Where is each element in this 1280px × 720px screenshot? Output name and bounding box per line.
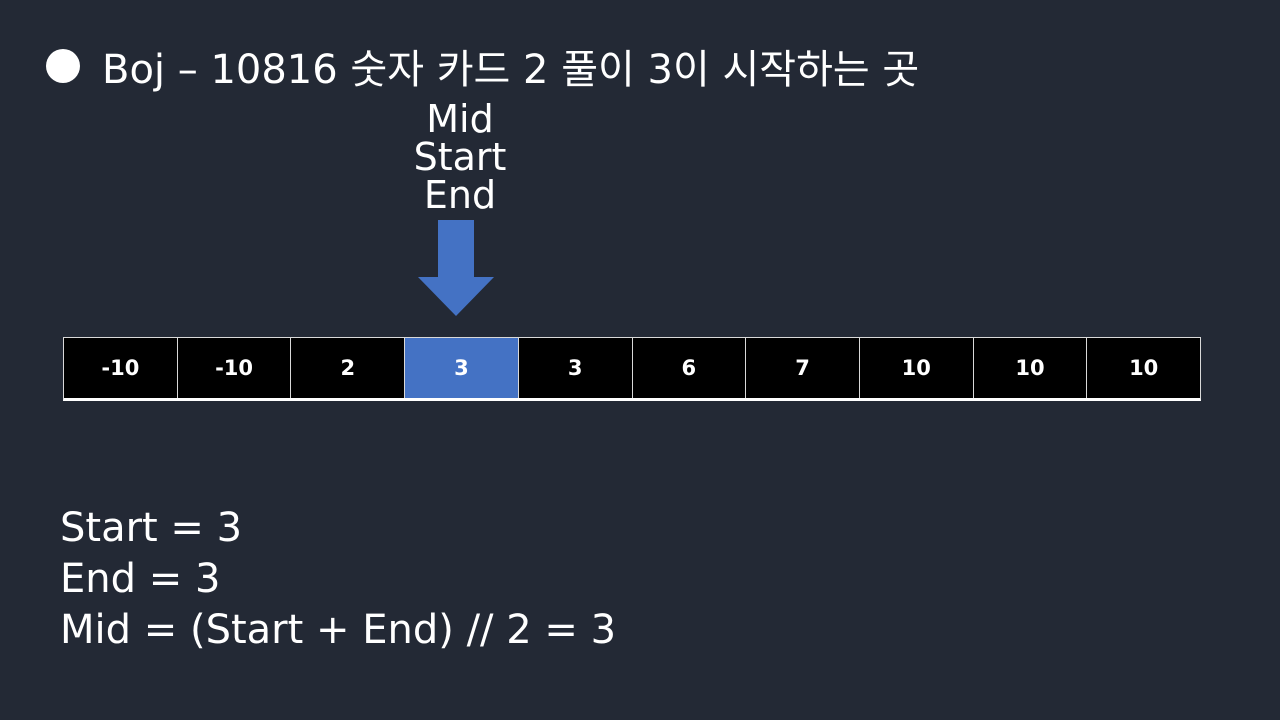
array-cell: 10 <box>859 338 974 398</box>
formula-end: End = 3 <box>60 556 221 602</box>
formula-start: Start = 3 <box>60 505 243 551</box>
array-cell: 10 <box>973 338 1088 398</box>
array-cell: -10 <box>64 338 178 398</box>
pointer-label-start: Start <box>413 135 507 179</box>
formula-block: Start = 3 End = 3 Mid = (Start + End) //… <box>60 503 616 656</box>
array-cell: 10 <box>1087 338 1201 398</box>
slide-title: Boj – 10816 숫자 카드 2 풀이 3이 시작하는 곳 <box>46 38 919 94</box>
formula-mid: Mid = (Start + End) // 2 = 3 <box>60 607 617 653</box>
array-row: -10 -10 2 3 3 6 7 10 10 10 <box>63 337 1201 401</box>
bullet-icon <box>46 49 80 83</box>
array-cell: 6 <box>632 338 747 398</box>
pointer-label-end: End <box>423 173 497 217</box>
array-cell: 7 <box>746 338 860 398</box>
array-cell: 3 <box>518 338 633 398</box>
pointer-labels: Mid Start End <box>390 100 530 214</box>
array-cell: 2 <box>291 338 406 398</box>
slide-title-text: Boj – 10816 숫자 카드 2 풀이 3이 시작하는 곳 <box>102 47 920 93</box>
down-arrow-icon <box>418 220 494 316</box>
pointer-label-mid: Mid <box>426 97 494 141</box>
array-cell-highlighted: 3 <box>405 338 519 398</box>
array-cell: -10 <box>177 338 292 398</box>
